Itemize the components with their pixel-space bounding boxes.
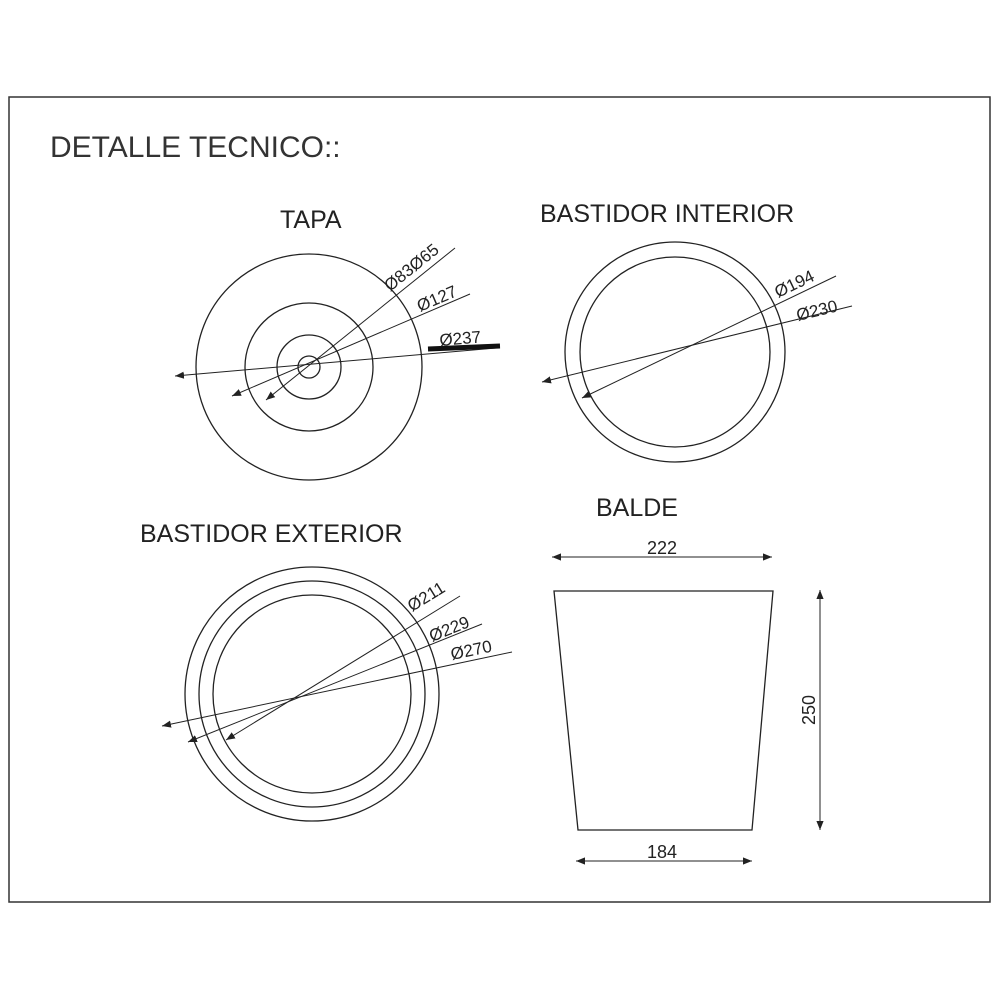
tapa-dim-127: Ø127 <box>414 282 460 316</box>
tapa-leader-237 <box>174 347 497 379</box>
tapa-leader-127 <box>231 293 471 397</box>
bastidor-interior-leader-194 <box>581 275 837 399</box>
bastidor-exterior-dim-270: Ø270 <box>449 637 494 664</box>
balde-label: BALDE <box>596 494 678 522</box>
bastidor-exterior-drawing: BASTIDOR EXTERIOR Ø211 Ø229 Ø270 <box>140 520 513 822</box>
bastidor-exterior-inner-circle <box>212 594 412 794</box>
bastidor-interior-inner-circle <box>579 256 771 448</box>
balde-height: 250 <box>799 695 819 725</box>
bastidor-exterior-outer-circle <box>184 566 440 822</box>
bastidor-interior-drawing: BASTIDOR INTERIOR Ø194 Ø230 <box>540 200 853 463</box>
bastidor-interior-outer-circle <box>564 241 786 463</box>
balde-body <box>553 590 774 831</box>
bastidor-exterior-dim-211: Ø211 <box>404 578 448 615</box>
balde-drawing: BALDE 222 250 184 <box>552 494 824 865</box>
tapa-drawing: TAPA Ø83Ø65 Ø127 Ø237 <box>174 206 501 481</box>
bastidor-exterior-leader-211 <box>225 595 461 741</box>
balde-top-width: 222 <box>647 538 677 558</box>
tapa-center-circle <box>297 355 321 379</box>
bastidor-exterior-leader-270 <box>161 651 513 728</box>
balde-bottom-width: 184 <box>647 842 677 862</box>
tapa-dim-237: Ø237 <box>439 327 482 350</box>
tapa-label: TAPA <box>280 206 342 234</box>
bastidor-exterior-label: BASTIDOR EXTERIOR <box>140 520 403 548</box>
bastidor-exterior-leader-229 <box>187 623 483 743</box>
bastidor-interior-label: BASTIDOR INTERIOR <box>540 200 794 228</box>
tapa-outer-circle <box>195 253 423 481</box>
tapa-leader-83-65 <box>265 247 456 401</box>
drawing-frame <box>8 96 991 903</box>
sheet-title: DETALLE TECNICO:: <box>50 131 341 164</box>
bastidor-exterior-middle-circle <box>198 580 426 808</box>
tapa-inner-circle <box>276 334 342 400</box>
bastidor-interior-dim-230: Ø230 <box>794 297 839 325</box>
tapa-leader-237-bar <box>427 343 501 352</box>
tapa-middle-circle <box>244 302 374 432</box>
bastidor-interior-leader-230 <box>541 305 853 384</box>
tapa-dim-83-65: Ø83Ø65 <box>381 240 443 295</box>
bastidor-exterior-dim-229: Ø229 <box>426 613 472 646</box>
